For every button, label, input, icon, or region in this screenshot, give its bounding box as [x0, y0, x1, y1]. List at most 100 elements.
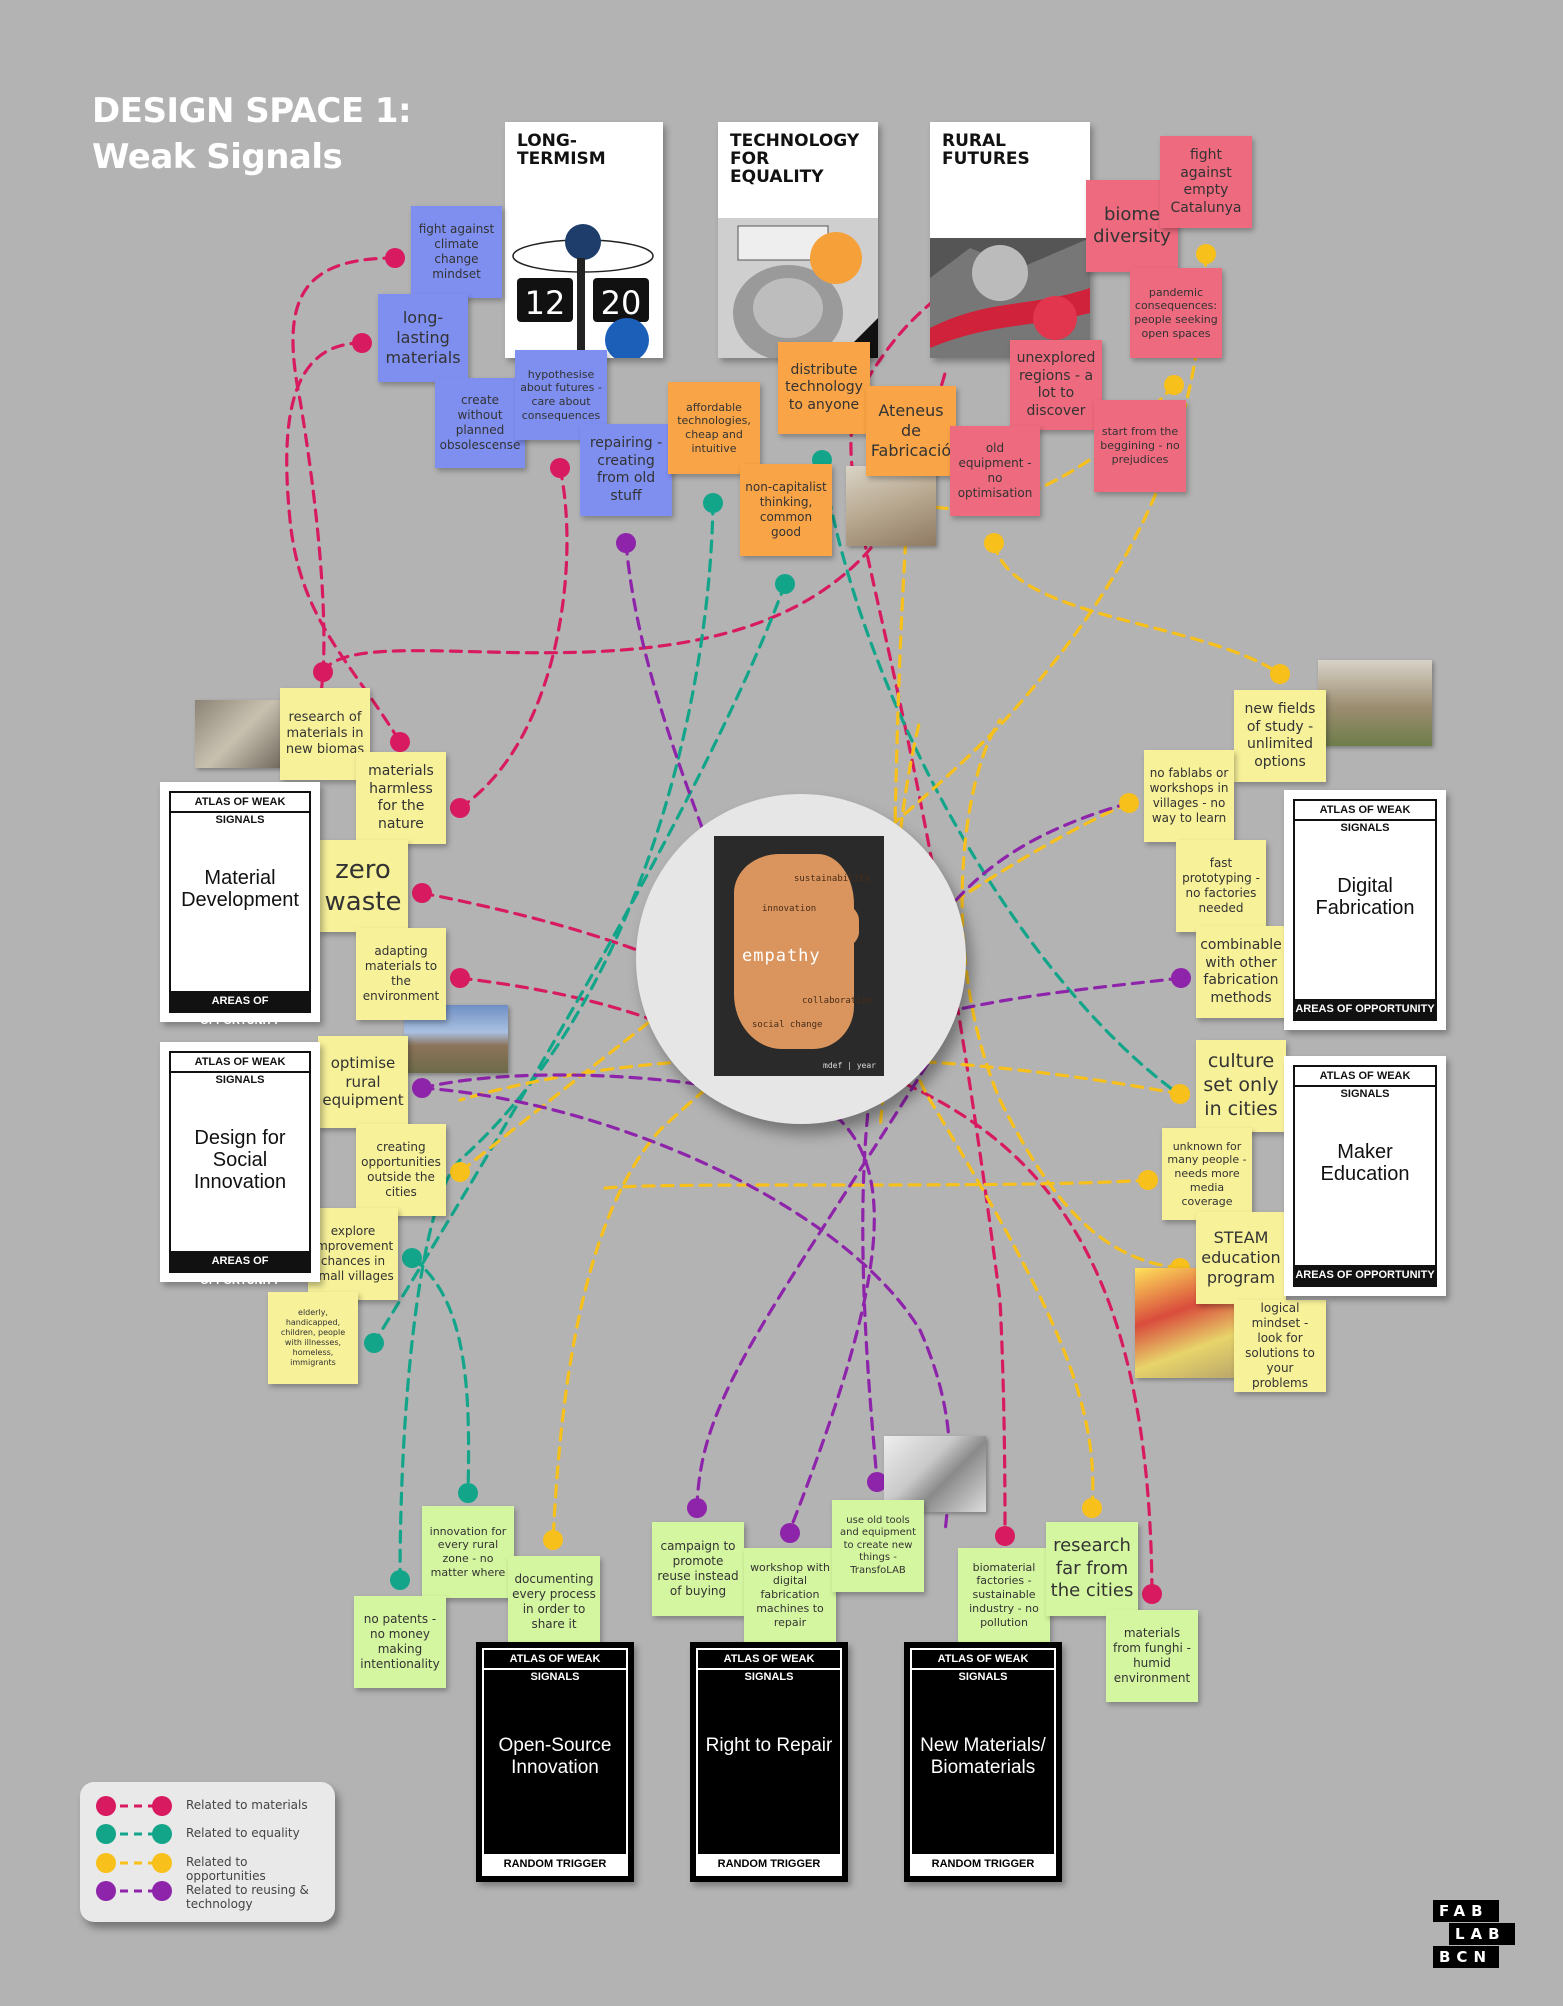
- flip-clock-illustration: 12 20: [512, 224, 654, 358]
- note-use-old-tools[interactable]: use old tools and equipment to create ne…: [832, 1500, 924, 1592]
- link-dot: [775, 574, 795, 594]
- note-elderly[interactable]: elderly, handicapped, children, people w…: [268, 1292, 358, 1384]
- note-pandemic[interactable]: pandemic consequences: people seeking op…: [1130, 268, 1222, 358]
- random-trigger-new-materials[interactable]: ATLAS OF WEAK SIGNALS New Materials/ Bio…: [904, 1642, 1062, 1882]
- trend-card-rural-futures[interactable]: RURAL FUTURES: [930, 122, 1090, 358]
- note-materials-harmless[interactable]: materials harmless for the nature: [356, 752, 446, 844]
- link-dot: [1119, 793, 1139, 813]
- link-dot: [390, 1570, 410, 1590]
- atlas-card-footer: AREAS OF OPPORTUNITY: [1295, 1265, 1435, 1285]
- link-reusing: [695, 1058, 932, 1510]
- note-explore-improvement[interactable]: explore improvement chances in small vil…: [308, 1208, 398, 1300]
- link-materials: [458, 976, 702, 1042]
- note-fungi[interactable]: materials from funghi - humid environmen…: [1106, 1610, 1198, 1702]
- note-combinable[interactable]: combinable with other fabrication method…: [1196, 926, 1286, 1018]
- link-equality: [372, 582, 787, 1345]
- note-documenting[interactable]: documenting every process in order to sh…: [508, 1556, 600, 1648]
- trend-card-technology-for-equality[interactable]: TECHNOLOGY FOR EQUALITY: [718, 122, 878, 358]
- note-no-patents[interactable]: no patents - no money making intentional…: [354, 1596, 446, 1688]
- atlas-card-header: ATLAS OF WEAK SIGNALS: [1295, 1067, 1435, 1100]
- link-materials: [291, 256, 397, 702]
- note-research-materials[interactable]: research of materials in new biomas: [280, 688, 370, 780]
- note-optimise-rural[interactable]: optimise rural equipment: [318, 1036, 408, 1128]
- note-culture-set[interactable]: culture set only in cities: [1196, 1040, 1286, 1132]
- landscape-illustration: [930, 238, 1090, 358]
- random-trigger-header: ATLAS OF WEAK SIGNALS: [484, 1650, 626, 1683]
- link-dot: [390, 732, 410, 752]
- note-fast-prototyping[interactable]: fast prototyping - no factories needed: [1176, 840, 1266, 932]
- atlas-card-name: Material Development: [181, 867, 299, 912]
- legend-label: Related to materials: [186, 1798, 308, 1812]
- trend-card-title: LONG- TERMISM: [517, 131, 606, 169]
- link-dot: [313, 662, 333, 682]
- title-line-1: DESIGN SPACE 1:: [92, 91, 412, 131]
- note-new-fields[interactable]: new fields of study - unlimited options: [1234, 690, 1326, 782]
- link-dot: [867, 1472, 887, 1492]
- note-long-lasting[interactable]: long-lasting materials: [378, 294, 468, 382]
- note-logical-mindset[interactable]: logical mindset - look for solutions to …: [1234, 1300, 1326, 1392]
- legend-swatch: [96, 1824, 172, 1844]
- note-old-equipment[interactable]: old equipment - no optimisation: [950, 426, 1040, 516]
- atlas-card-maker-education[interactable]: ATLAS OF WEAK SIGNALS Maker Education AR…: [1284, 1056, 1446, 1296]
- link-dot: [1170, 1084, 1190, 1104]
- note-biomaterial-factories[interactable]: biomaterial factories - sustainable indu…: [958, 1548, 1050, 1642]
- note-start-from[interactable]: start from the beggining - no prejudices: [1094, 400, 1186, 492]
- logo-line: BCN: [1433, 1946, 1499, 1968]
- note-distribute[interactable]: distribute technology to anyone: [778, 342, 870, 434]
- link-dot: [352, 333, 372, 353]
- note-non-capitalist[interactable]: non-capitalist thinking, common good: [740, 464, 832, 556]
- link-dot: [412, 883, 432, 903]
- note-adapting[interactable]: adapting materials to the environment: [356, 928, 446, 1020]
- trend-card-long-termism[interactable]: LONG- TERMISM 12 20: [505, 122, 663, 358]
- legend-swatch: [96, 1881, 172, 1901]
- soil-photo: [195, 700, 283, 768]
- atlas-card-design-social-innovation[interactable]: ATLAS OF WEAK SIGNALS Design for Social …: [160, 1042, 320, 1287]
- note-no-fablabs[interactable]: no fablabs or workshops in villages - no…: [1144, 750, 1234, 842]
- center-word: collaboration: [802, 996, 873, 1006]
- random-trigger-right-to-repair[interactable]: ATLAS OF WEAK SIGNALS Right to Repair RA…: [690, 1642, 848, 1882]
- note-unexplored[interactable]: unexplored regions - a lot to discover: [1010, 340, 1102, 430]
- note-steam[interactable]: STEAM education program: [1196, 1212, 1286, 1304]
- note-research-far[interactable]: research far from the cities: [1046, 1522, 1138, 1616]
- tools-photo: [884, 1436, 986, 1512]
- title-line-2: Weak Signals: [92, 137, 343, 177]
- link-dot: [616, 533, 636, 553]
- link-dot: [984, 533, 1004, 553]
- note-zero-waste[interactable]: zero waste: [318, 840, 408, 932]
- center-card[interactable]: sustainability innovation empathy collab…: [714, 836, 884, 1076]
- center-footer: mdef | year: [823, 1061, 876, 1070]
- atlas-card-header: ATLAS OF WEAK SIGNALS: [171, 793, 309, 826]
- trend-card-title: RURAL FUTURES: [942, 131, 1030, 169]
- note-unknown[interactable]: unknown for many people - needs more med…: [1162, 1128, 1252, 1220]
- random-trigger-name: Right to Repair: [705, 1735, 833, 1757]
- link-dot: [1270, 664, 1290, 684]
- note-innovation-rural[interactable]: innovation for every rural zone - no mat…: [422, 1506, 514, 1598]
- link-dot: [450, 798, 470, 818]
- legend-label: Related to opportunities: [186, 1855, 266, 1883]
- note-create-without[interactable]: create without planned obsolescense: [435, 378, 525, 468]
- link-equality: [398, 501, 715, 1582]
- legend-swatch: [96, 1796, 172, 1816]
- random-trigger-open-source[interactable]: ATLAS OF WEAK SIGNALS Open-Source Innova…: [476, 1642, 634, 1882]
- note-repairing[interactable]: repairing - creating from old stuff: [580, 424, 672, 516]
- random-trigger-footer: RANDOM TRIGGER: [698, 1854, 840, 1874]
- atlas-card-footer: AREAS OF OPPORTUNITY: [171, 991, 309, 1027]
- legend-label: Related to equality: [186, 1826, 300, 1840]
- legend-label: Related to reusing & technology: [186, 1883, 309, 1911]
- note-fight-climate[interactable]: fight against climate change mindset: [411, 206, 502, 298]
- atlas-card-digital-fabrication[interactable]: ATLAS OF WEAK SIGNALS Digital Fabricatio…: [1284, 790, 1446, 1030]
- note-creating-opps[interactable]: creating opportunities outside the citie…: [356, 1124, 446, 1216]
- note-workshop-digital[interactable]: workshop with digital fabrication machin…: [744, 1548, 836, 1642]
- link-dot: [1082, 1498, 1102, 1518]
- atlas-card-material-development[interactable]: ATLAS OF WEAK SIGNALS Material Developme…: [160, 782, 320, 1027]
- link-dot: [1138, 1170, 1158, 1190]
- link-opportunities: [992, 541, 1282, 676]
- center-word: sustainability: [794, 874, 870, 884]
- note-campaign[interactable]: campaign to promote reuse instead of buy…: [652, 1522, 744, 1616]
- note-fight-empty[interactable]: fight against empty Catalunya: [1160, 136, 1252, 228]
- link-dot: [385, 248, 405, 268]
- note-affordable[interactable]: affordable technologies, cheap and intui…: [668, 382, 760, 474]
- link-reusing: [420, 1073, 876, 1532]
- note-ateneus[interactable]: Ateneus de Fabricació: [866, 386, 956, 476]
- page-title: DESIGN SPACE 1: Weak Signals: [92, 88, 412, 180]
